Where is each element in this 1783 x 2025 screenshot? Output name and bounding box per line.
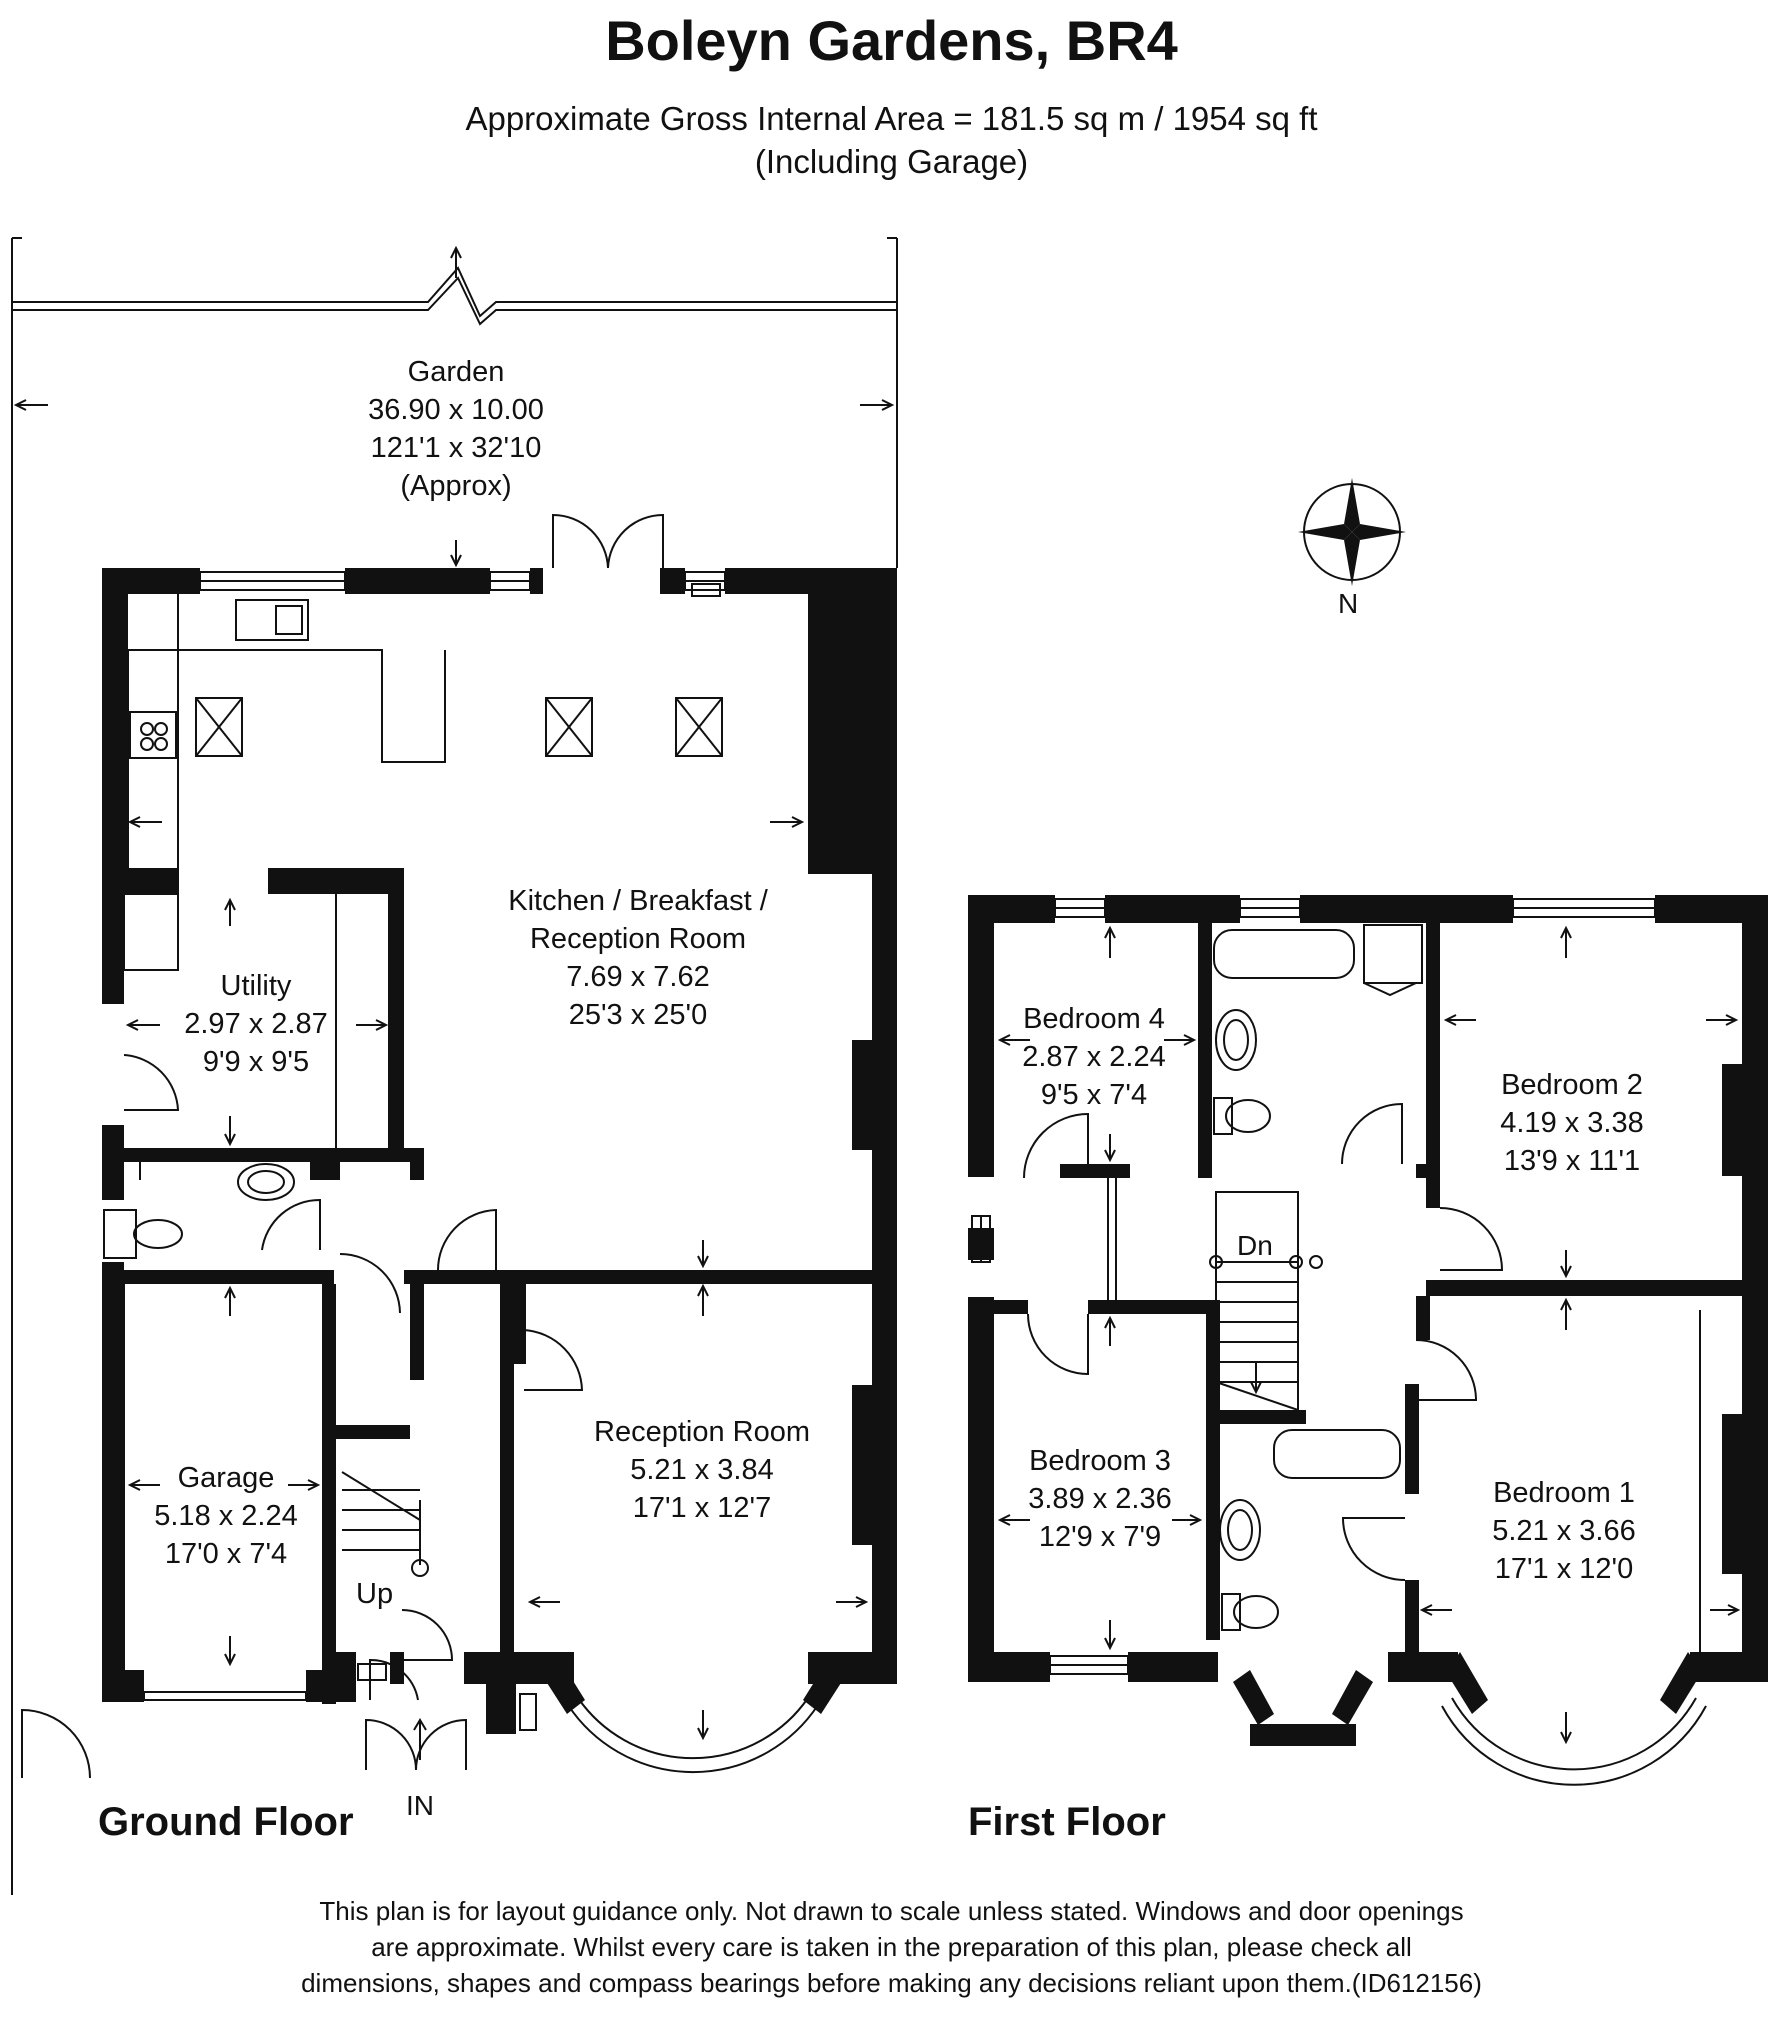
area-note: (Including Garage)	[754, 143, 1029, 180]
first-floor-label: First Floor	[968, 1800, 1166, 1844]
bedroom2-name: Bedroom 2	[1501, 1069, 1643, 1101]
entrance-label: IN	[406, 1790, 434, 1821]
garden-dimension-arrows	[13, 245, 895, 568]
kitchen-name-line2: Reception Room	[529, 923, 746, 955]
kitchen-imperial: 25'3 x 25'0	[568, 999, 708, 1031]
reception-room-label: Reception Room 5.21 x 3.84 17'1 x 12'7	[594, 1413, 810, 1527]
bedroom3-imperial: 12'9 x 7'9	[1038, 1521, 1162, 1553]
area-summary: Approximate Gross Internal Area = 181.5 …	[465, 100, 1318, 137]
disclaimer-line-2: are approximate. Whilst every care is ta…	[371, 1932, 1412, 1962]
ground-floor-arrows	[125, 816, 869, 1760]
kitchen-name-line1: Kitchen / Breakfast /	[508, 885, 768, 917]
kitchen-metric: 7.69 x 7.62	[566, 961, 710, 993]
garage-label: Garage 5.18 x 2.24 17'0 x 7'4	[154, 1459, 298, 1573]
bedroom1-name: Bedroom 1	[1493, 1477, 1635, 1509]
ground-floor-fittings	[21, 513, 819, 1779]
stairs-down-label: Dn	[1237, 1230, 1273, 1261]
plan-title: Boleyn Gardens, BR4	[605, 9, 1178, 72]
bedroom1-label: Bedroom 1 5.21 x 3.66 17'1 x 12'0	[1492, 1474, 1636, 1588]
garden-imperial: 121'1 x 32'10	[370, 432, 542, 464]
stairs-up-label: Up	[356, 1578, 394, 1610]
garden-label: Garden 36.90 x 10.00 121'1 x 32'10 (Appr…	[368, 353, 544, 505]
utility-imperial: 9'9 x 9'5	[202, 1046, 310, 1078]
bedroom1-imperial: 17'1 x 12'0	[1494, 1553, 1634, 1585]
garage-name: Garage	[177, 1462, 275, 1494]
ground-floor-walls	[102, 568, 897, 1734]
bedroom3-metric: 3.89 x 2.36	[1028, 1483, 1172, 1515]
first-floor-fittings	[971, 898, 1707, 1786]
bedroom3-label: Bedroom 3 3.89 x 2.36 12'9 x 7'9	[1028, 1442, 1172, 1556]
garage-metric: 5.18 x 2.24	[154, 1500, 298, 1532]
reception-name: Reception Room	[594, 1416, 810, 1448]
utility-label: Utility 2.97 x 2.87 9'9 x 9'5	[184, 967, 328, 1081]
reception-metric: 5.21 x 3.84	[630, 1454, 774, 1486]
garden-boundary	[11, 237, 898, 1895]
disclaimer-line-3: dimensions, shapes and compass bearings …	[301, 1968, 1482, 1998]
kitchen-label: Kitchen / Breakfast / Reception Room 7.6…	[508, 882, 768, 1034]
garden-metric: 36.90 x 10.00	[368, 394, 544, 426]
bedroom2-label: Bedroom 2 4.19 x 3.38 13'9 x 11'1	[1500, 1066, 1644, 1180]
first-floor-arrows	[997, 925, 1741, 1745]
bedroom4-imperial: 9'5 x 7'4	[1040, 1079, 1148, 1111]
garage-imperial: 17'0 x 7'4	[164, 1538, 288, 1570]
ground-floor-label: Ground Floor	[98, 1800, 354, 1844]
bedroom3-name: Bedroom 3	[1029, 1445, 1171, 1477]
compass-north-label: N	[1338, 588, 1359, 619]
disclaimer-line-1: This plan is for layout guidance only. N…	[319, 1896, 1464, 1926]
utility-name: Utility	[220, 970, 292, 1002]
first-floor-walls	[968, 895, 1768, 1746]
bedroom4-name: Bedroom 4	[1023, 1003, 1165, 1035]
bedroom2-imperial: 13'9 x 11'1	[1503, 1145, 1641, 1177]
utility-metric: 2.97 x 2.87	[184, 1008, 328, 1040]
reception-imperial: 17'1 x 12'7	[632, 1492, 772, 1524]
bedroom4-label: Bedroom 4 2.87 x 2.24 9'5 x 7'4	[1022, 1000, 1166, 1114]
garden-name: Garden	[407, 356, 505, 388]
bedroom2-metric: 4.19 x 3.38	[1500, 1107, 1644, 1139]
bedroom1-metric: 5.21 x 3.66	[1492, 1515, 1636, 1547]
garden-note: (Approx)	[400, 470, 512, 502]
compass-rose	[1298, 478, 1406, 586]
bedroom4-metric: 2.87 x 2.24	[1022, 1041, 1166, 1073]
